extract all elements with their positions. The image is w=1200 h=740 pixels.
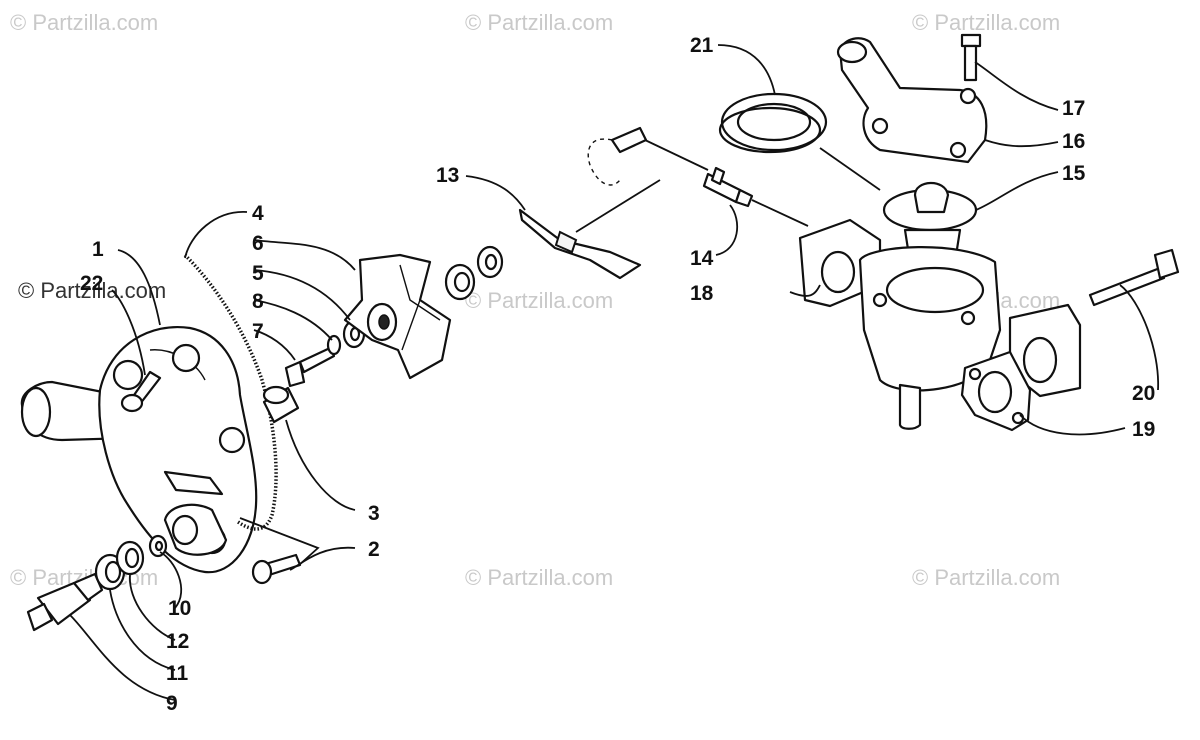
callout-4: 4: [252, 202, 264, 225]
watermark-bottom-center: © Partzilla.com: [465, 565, 613, 590]
callout-10: 10: [168, 597, 191, 620]
callout-1: 1: [92, 238, 104, 261]
leader-13-line: [575, 179, 661, 233]
callout-5: 5: [252, 262, 264, 285]
watermark-top-center: © Partzilla.com: [465, 10, 613, 35]
callout-17: 17: [1062, 97, 1085, 120]
screw-2: [251, 553, 302, 585]
bolt-20: [1088, 248, 1180, 307]
bolt-17: [960, 33, 982, 82]
cable-tie-13: [518, 208, 642, 280]
watermark-mid-center: © Partzilla.com: [465, 288, 613, 313]
callout-21: 21: [690, 34, 714, 57]
thermostat-housing-18: [798, 218, 1002, 430]
callout-3: 3: [368, 502, 380, 525]
watermark-bottom-right: © Partzilla.com: [912, 565, 1060, 590]
leader-lines: [69, 44, 1159, 701]
callout-9: 9: [166, 692, 178, 715]
spacer-3: [262, 385, 300, 424]
watermarks: © Partzilla.com © Partzilla.com © Partzi…: [10, 10, 1060, 590]
callout-22: 22: [80, 272, 103, 295]
callout-15: 15: [1062, 162, 1086, 185]
callout-6: 6: [252, 232, 264, 255]
callout-18: 18: [690, 282, 714, 305]
callout-20: 20: [1132, 382, 1155, 405]
sensor-line: [751, 199, 809, 227]
sensor-14: [702, 166, 754, 208]
callout-2: 2: [368, 538, 380, 561]
callout-19: 19: [1132, 418, 1155, 441]
outlet-flange: [1008, 303, 1082, 398]
connector: [587, 126, 648, 186]
callout-14: 14: [690, 247, 714, 270]
screw-22: [120, 370, 162, 413]
cover-16: [836, 37, 988, 164]
seal-line: [819, 147, 881, 191]
watermark-mid-left: © Partzilla.com: [18, 278, 166, 303]
washer-10: [148, 534, 168, 558]
drain-plug-9: [26, 572, 104, 632]
gasket-19: [960, 350, 1032, 432]
callout-7: 7: [252, 320, 264, 343]
connector-line: [644, 139, 709, 171]
watermark-top-right: © Partzilla.com: [912, 10, 1060, 35]
seal-21: [718, 92, 828, 154]
impeller-6: [343, 253, 452, 380]
callout-11: 11: [166, 662, 189, 685]
watermark-top-left: © Partzilla.com: [10, 10, 158, 35]
washer-12: [115, 540, 145, 576]
bolt-7: [284, 346, 336, 388]
washer-8: [326, 334, 342, 356]
callout-12: 12: [166, 630, 189, 653]
callout-numbers: 1 22 4 6 5 8 7 3 2 10 12 11 9 13 14 18 2…: [80, 34, 1155, 715]
callout-8: 8: [252, 290, 264, 313]
seal-pair: [444, 245, 504, 301]
callout-13: 13: [436, 164, 459, 187]
callout-16: 16: [1062, 130, 1085, 153]
